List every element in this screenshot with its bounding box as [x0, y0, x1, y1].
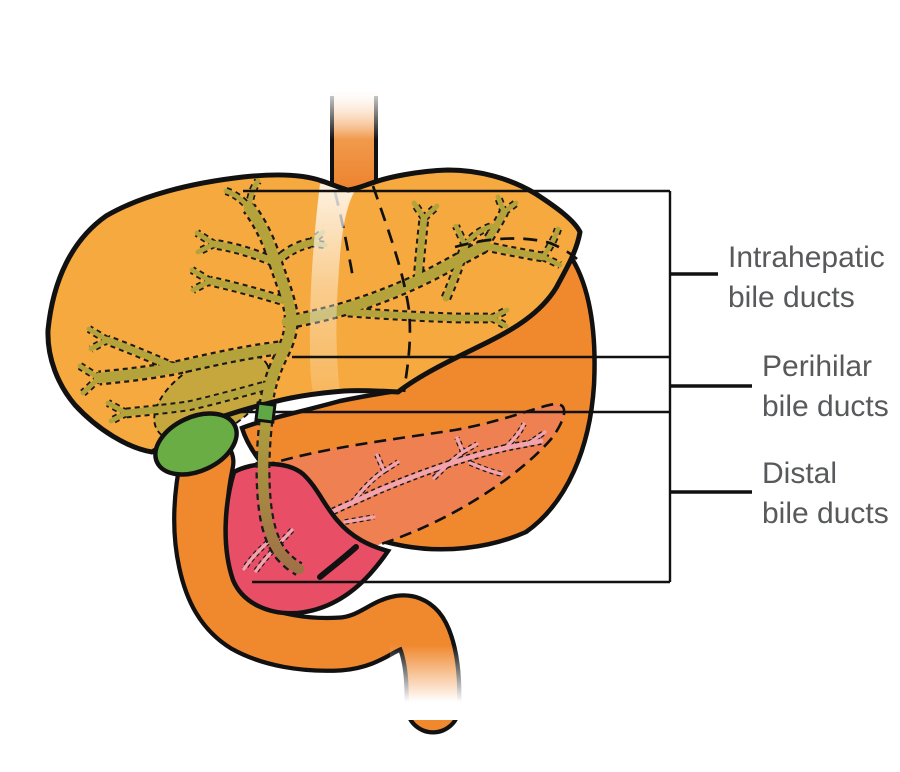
stomach-lesser-curve-dash [371, 185, 412, 393]
duodenum-small-intestine-shape [201, 462, 480, 720]
label-distal: Distal bile ducts [762, 454, 889, 534]
esophagus-hidden-dash [333, 191, 355, 281]
hidden-organ-dashes [333, 185, 578, 393]
duct-endings [244, 530, 359, 580]
label-intrahepatic: Intrahepatic bile ducts [728, 238, 885, 318]
label-perihilar-line1: Perihilar [762, 350, 873, 383]
intestine-fadeout [390, 645, 480, 720]
label-intrahepatic-line1: Intrahepatic [728, 241, 885, 274]
gallbladder-shape [153, 411, 239, 477]
label-brackets [240, 189, 752, 584]
label-distal-line2: bile ducts [762, 497, 889, 530]
label-perihilar-line2: bile ducts [762, 390, 889, 423]
label-intrahepatic-line2: bile ducts [728, 281, 855, 314]
hilar-duct-segment [254, 401, 277, 424]
stomach-fundus-dash [454, 237, 578, 261]
esophagus-shape [318, 78, 390, 196]
label-distal-line1: Distal [762, 457, 838, 490]
ampulla-mark [317, 544, 359, 580]
liver-highlight [309, 184, 356, 393]
label-perihilar: Perihilar bile ducts [762, 347, 889, 427]
